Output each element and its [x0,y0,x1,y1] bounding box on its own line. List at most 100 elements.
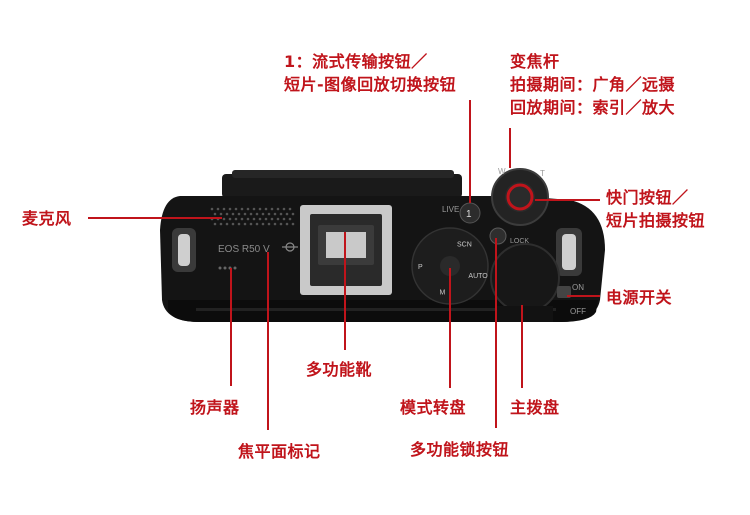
speaker-hole [223,266,227,270]
mic-hole [231,212,235,216]
mic-hole [252,217,256,221]
mic-hole [288,217,292,221]
label-power-text: 电源开关 [606,288,673,307]
mic-hole [267,222,271,226]
shutter-button[interactable] [505,182,535,212]
mic-hole [213,212,217,216]
mic-hole [285,212,289,216]
mic-hole [267,212,271,216]
mic-hole [225,212,229,216]
label-power: 电源开关 [606,286,672,309]
mic-hole [237,222,241,226]
label-shutter-line2: 短片拍摄按钮 [606,211,706,230]
mic-hole [282,217,286,221]
mic-hole [252,207,256,211]
mic-hole [249,212,253,216]
mode-dial-label: SCN [457,241,472,248]
mic-hole [264,217,268,221]
power-on-text: ON [572,283,584,292]
mic-hole [273,222,277,226]
mic-hole [258,217,262,221]
zoom-t-text: T [540,169,545,178]
label-microphone: 麦克风 [22,207,72,230]
mic-hole [255,212,259,216]
left-strap-lug [172,228,196,272]
label-microphone-text: 麦克风 [22,209,72,228]
speaker-hole [218,266,222,270]
mic-hole [279,222,283,226]
mode-dial-label: P [418,264,423,271]
mic-hole [222,207,226,211]
label-stream: 1：流式传输按钮／ 短片-图像回放切换按钮 [284,50,456,96]
label-shutter-line1: 快门按钮／ [606,188,689,207]
label-main-dial: 主拨盘 [510,396,560,419]
mic-hole [222,217,226,221]
mic-hole [246,217,250,221]
mic-hole [243,222,247,226]
right-strap-lug [556,228,582,276]
label-focal-plane-text: 焦平面标记 [238,442,321,461]
label-hotshoe-text: 多功能靴 [306,360,373,379]
label-focal-plane: 焦平面标记 [238,440,321,463]
label-stream-line1: 1：流式传输按钮／ [284,52,428,71]
speaker-hole [233,266,237,270]
mode-dial-label: M [439,290,445,297]
mode-dial[interactable] [411,227,489,305]
mic-hole [279,212,283,216]
mic-hole [258,207,262,211]
microphone-grille [210,207,295,226]
mic-hole [270,217,274,221]
stream-button-number: 1 [466,209,472,220]
mic-hole [273,212,277,216]
focal-plane-mark [282,242,298,252]
mic-hole [228,207,232,211]
multi-function-lock-button[interactable] [489,227,507,245]
mic-hole [231,222,235,226]
label-hotshoe: 多功能靴 [306,358,372,381]
mic-hole [249,222,253,226]
mic-hole [228,217,232,221]
mic-hole [213,222,217,226]
label-zoom-line1: 变焦杆 [510,52,560,71]
label-multi-lock-text: 多功能锁按钮 [410,440,510,459]
mode-dial-markings: SCN AUTO M P [418,241,488,296]
mic-hole [240,207,244,211]
mic-hole [246,207,250,211]
mic-hole [291,212,295,216]
mode-dial-label: AUTO [468,273,488,280]
mic-hole [276,207,280,211]
label-stream-line2: 短片-图像回放切换按钮 [284,75,457,94]
mic-hole [240,217,244,221]
model-text: EOS R50 V [218,244,270,255]
mic-hole [255,222,259,226]
zoom-w-text: W [498,167,506,176]
mic-hole [210,207,214,211]
mic-hole [261,222,265,226]
label-multi-lock: 多功能锁按钮 [410,438,509,461]
power-off-text: OFF [570,307,586,316]
mic-hole [261,212,265,216]
label-mode-dial: 模式转盘 [400,396,466,419]
mic-hole [234,217,238,221]
mic-hole [276,217,280,221]
mic-hole [282,207,286,211]
mic-hole [243,212,247,216]
mic-hole [285,222,289,226]
mic-hole [234,207,238,211]
label-zoom-line2: 拍摄期间：广角／远摄 [510,75,676,94]
mic-hole [237,212,241,216]
leader-lines [88,100,600,430]
mic-hole [219,212,223,216]
mic-hole [219,222,223,226]
label-main-dial-text: 主拨盘 [510,398,560,417]
mic-hole [216,207,220,211]
label-mode-dial-text: 模式转盘 [400,398,467,417]
label-zoom: 变焦杆 拍摄期间：广角／远摄 回放期间：索引／放大 [510,50,675,119]
mic-hole [291,222,295,226]
label-zoom-line3: 回放期间：索引／放大 [510,98,676,117]
main-dial[interactable] [490,243,560,322]
mic-hole [225,222,229,226]
mic-hole [288,207,292,211]
lock-text: LOCK [510,238,529,245]
